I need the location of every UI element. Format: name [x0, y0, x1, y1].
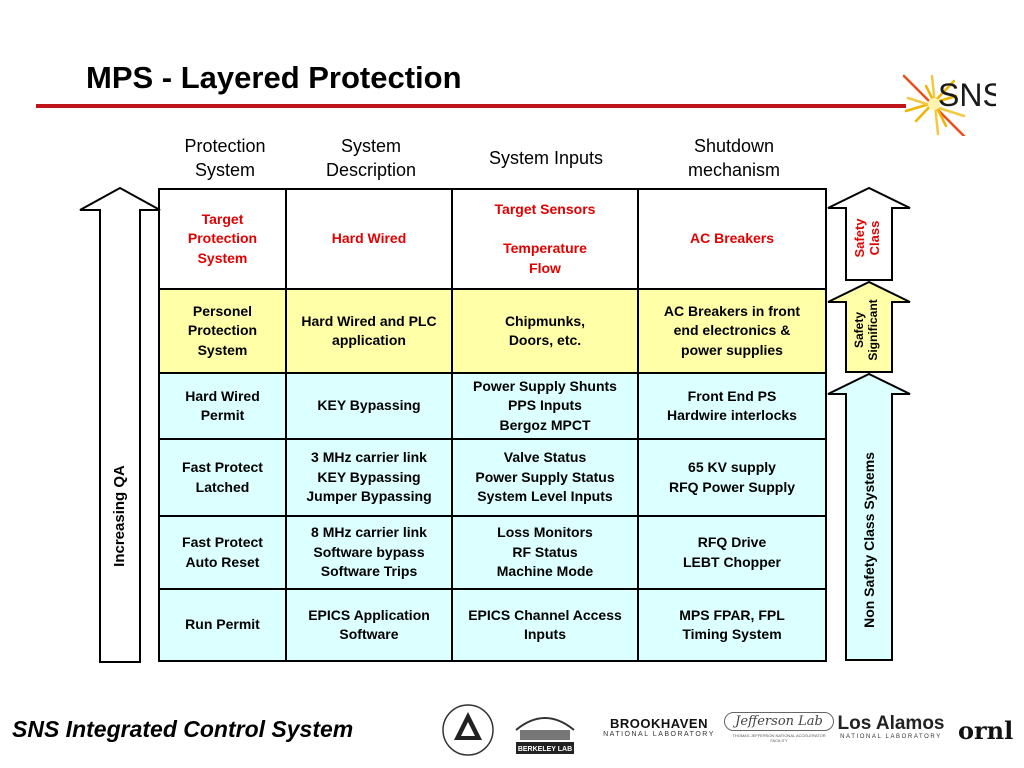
column-header-system-inputs: System Inputs	[488, 148, 604, 168]
table-cell: AC Breakers	[639, 190, 827, 290]
table-cell: Valve Status Power Supply Status System …	[453, 440, 639, 517]
protection-layers-table: Target Protection System Hard Wired Targ…	[158, 188, 827, 662]
berkeley-lab-logo: BERKELEY LAB	[515, 717, 575, 754]
table-cell: Fast Protect Auto Reset	[160, 517, 287, 590]
table-cell: EPICS Channel Access Inputs	[453, 590, 639, 662]
footer-text: SNS Integrated Control System	[12, 716, 354, 742]
table-cell: Target Protection System	[160, 190, 287, 290]
safety-significant-label: Safety Significant	[852, 299, 880, 361]
safety-significant-arrow	[827, 280, 911, 373]
increasing-qa-label: Increasing QA	[111, 465, 128, 567]
table-row-fast-protect-auto-reset: Fast Protect Auto Reset 8 MHz carrier li…	[160, 517, 827, 590]
argonne-logo	[442, 704, 494, 756]
table-row-fast-protect-latched: Fast Protect Latched 3 MHz carrier link …	[160, 440, 827, 517]
sns-logo: SNS	[902, 74, 996, 136]
title-rule	[36, 104, 906, 108]
table-row-personnel-protection: Personel Protection System Hard Wired an…	[160, 290, 827, 374]
table-cell: Hard Wired Permit	[160, 374, 287, 440]
safety-class-label: Safety Class	[852, 218, 882, 258]
table-cell: MPS FPAR, FPL Timing System	[639, 590, 827, 662]
table-cell: 3 MHz carrier link KEY Bypassing Jumper …	[287, 440, 453, 517]
table-cell: AC Breakers in front end electronics & p…	[639, 290, 827, 374]
table-cell: EPICS Application Software	[287, 590, 453, 662]
table-cell: Front End PS Hardwire interlocks	[639, 374, 827, 440]
sns-logo-text: SNS	[938, 77, 996, 113]
brookhaven-logo: BROOKHAVEN NATIONAL LABORATORY	[603, 716, 715, 738]
non-safety-arrow: Non Safety Class Systems	[827, 372, 911, 661]
table-cell: Run Permit	[160, 590, 287, 662]
column-header-system-description: System Description	[325, 136, 417, 180]
table-row-hard-wired-permit: Hard Wired Permit KEY Bypassing Power Su…	[160, 374, 827, 440]
table-cell: Target Sensors Temperature Flow	[453, 190, 639, 290]
table-cell: Chipmunks, Doors, etc.	[453, 290, 639, 374]
increasing-qa-arrow: Increasing QA	[79, 186, 161, 663]
column-header-shutdown-mechanism: Shutdown mechanism	[687, 136, 781, 180]
slide-title: MPS - Layered Protection	[86, 60, 462, 95]
table-cell: Personel Protection System	[160, 290, 287, 374]
table-cell: RFQ Drive LEBT Chopper	[639, 517, 827, 590]
ornl-logo: ornl	[958, 716, 1014, 745]
table-cell: Hard Wired	[287, 190, 453, 290]
table-row-run-permit: Run Permit EPICS Application Software EP…	[160, 590, 827, 662]
jefferson-lab-logo: Jefferson Lab THOMAS JEFFERSON NATIONAL …	[724, 712, 834, 743]
column-header-protection-system: Protection System	[184, 136, 266, 180]
table-cell: Loss Monitors RF Status Machine Mode	[453, 517, 639, 590]
table-cell: KEY Bypassing	[287, 374, 453, 440]
non-safety-label: Non Safety Class Systems	[861, 452, 877, 628]
table-cell: Hard Wired and PLC application	[287, 290, 453, 374]
safety-class-arrow	[827, 186, 911, 281]
los-alamos-logo: Los Alamos NATIONAL LABORATORY	[837, 713, 945, 741]
table-cell: 8 MHz carrier link Software bypass Softw…	[287, 517, 453, 590]
svg-text:BERKELEY LAB: BERKELEY LAB	[518, 746, 572, 753]
table-cell: Power Supply Shunts PPS Inputs Bergoz MP…	[453, 374, 639, 440]
table-cell: 65 KV supply RFQ Power Supply	[639, 440, 827, 517]
table-cell: Fast Protect Latched	[160, 440, 287, 517]
table-row-target-protection: Target Protection System Hard Wired Targ…	[160, 190, 827, 290]
